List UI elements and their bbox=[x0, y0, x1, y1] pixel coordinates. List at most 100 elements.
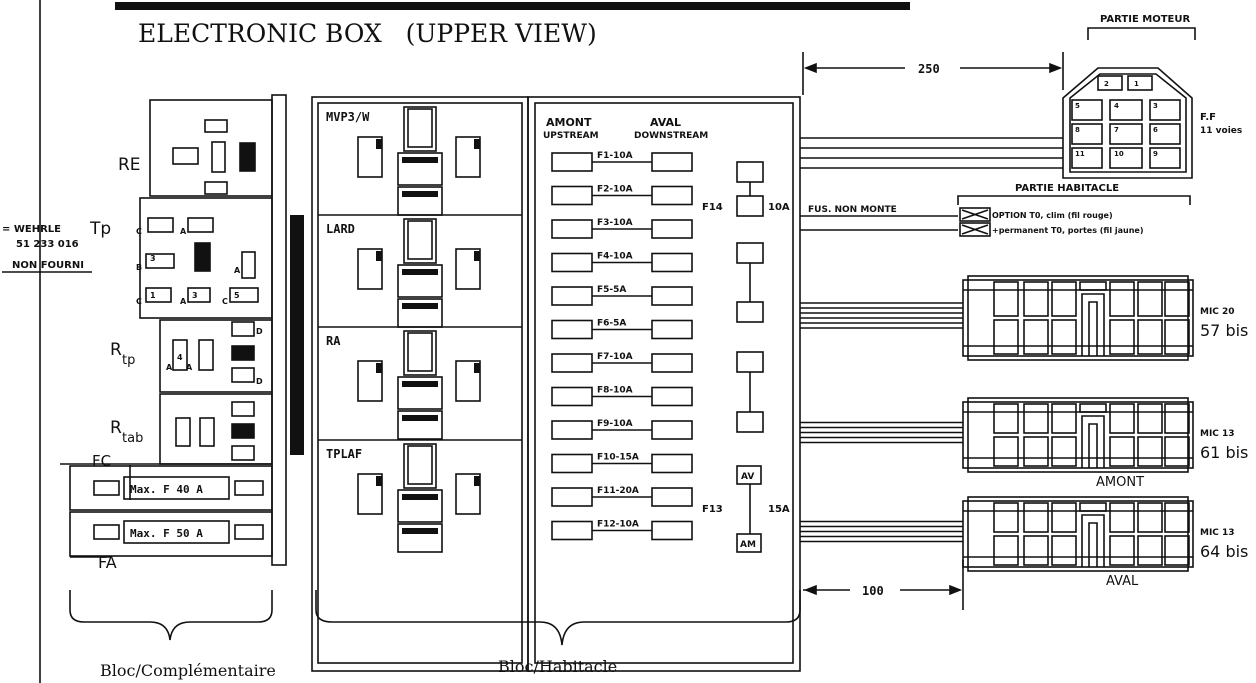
rtp-pin: D bbox=[256, 377, 263, 386]
label-rtp: R bbox=[110, 340, 122, 360]
rtp-pin: A bbox=[186, 363, 193, 372]
label-rtab: R bbox=[110, 418, 122, 438]
fuse-row: F8-10A bbox=[551, 386, 693, 407]
fuse-label: F7-10A bbox=[597, 352, 633, 362]
mic-bis-label: 64 bis bbox=[1200, 542, 1248, 561]
fuse-row: F11-20A bbox=[551, 486, 693, 507]
tp-pin: C bbox=[136, 297, 142, 306]
ff-cell-number: 2 bbox=[1104, 80, 1109, 88]
label-bloc-habitacle: Bloc/Habitacle bbox=[498, 657, 617, 676]
relay-section-label: LARD bbox=[326, 222, 355, 236]
fuse-label: F9-10A bbox=[597, 419, 633, 429]
rtp-pin: 4 bbox=[177, 353, 183, 362]
max-f40: Max. F 40 A bbox=[130, 483, 203, 496]
fus-non-monte: FUS. NON MONTE bbox=[808, 205, 897, 215]
fuse-label: F6-5A bbox=[597, 319, 626, 329]
fuse-row: F1-10A bbox=[551, 151, 693, 172]
relay-group bbox=[357, 443, 481, 553]
av-label: AV bbox=[741, 472, 754, 482]
mic-label: MIC 13 bbox=[1200, 429, 1235, 439]
relay-blocks bbox=[357, 106, 481, 553]
relay-section-label: TPLAF bbox=[326, 447, 362, 461]
ff-cell-number: 4 bbox=[1114, 102, 1119, 110]
fuse-rows: F1-10A F2-10A F3-10A F4-10A F5-5A F6-5A F7-10A… bbox=[551, 151, 693, 541]
dim-100: 100 bbox=[862, 584, 884, 598]
ff-wires bbox=[800, 137, 1063, 169]
tp-pin: 5 bbox=[234, 291, 240, 300]
mic-position-label: AVAL bbox=[1106, 574, 1139, 589]
fuse-label: F1-10A bbox=[597, 151, 633, 161]
max-f50: Max. F 50 A bbox=[130, 527, 203, 540]
fuse-row: F7-10A bbox=[551, 352, 693, 373]
fuse-label: F11-20A bbox=[597, 486, 639, 496]
ff-connector bbox=[1062, 67, 1193, 179]
ff-label: F.F bbox=[1200, 112, 1216, 123]
tp-pin: 1 bbox=[150, 291, 156, 300]
dimension-250 bbox=[802, 52, 1064, 95]
label-fc: FC bbox=[92, 452, 111, 470]
bottom-braces bbox=[69, 590, 801, 646]
option-line1: OPTION T0, clim (fil rouge) bbox=[992, 211, 1113, 220]
fuse-row: F10-15A bbox=[551, 453, 693, 474]
fuse-row: F4-10A bbox=[551, 252, 693, 273]
header-upstream: UPSTREAM bbox=[543, 131, 599, 141]
fuse-row: F5-5A bbox=[551, 285, 693, 306]
busbar bbox=[290, 215, 304, 455]
label-bloc-complementaire: Bloc/Complémentaire bbox=[100, 661, 276, 680]
ff-cell-number: 6 bbox=[1153, 126, 1158, 134]
fuse-row: F12-10A bbox=[551, 520, 693, 541]
wehrle-line2: 51 233 016 bbox=[16, 239, 79, 250]
tp-pin: A bbox=[180, 297, 187, 306]
fuse-panel bbox=[527, 96, 801, 672]
f14-rating: 10A bbox=[768, 202, 790, 213]
fuse-label: F3-10A bbox=[597, 218, 633, 228]
mic-bis-label: 57 bis bbox=[1200, 321, 1248, 340]
fuse-label: F8-10A bbox=[597, 386, 633, 396]
tp-pin: B bbox=[136, 263, 142, 272]
fuse-label: F10-15A bbox=[597, 453, 639, 463]
tp-pin: 3 bbox=[150, 254, 156, 263]
relay-section-label: MVP3/W bbox=[326, 110, 370, 124]
dim-250: 250 bbox=[918, 62, 940, 76]
mic-label: MIC 20 bbox=[1200, 307, 1235, 317]
f13-rating: 15A bbox=[768, 504, 790, 515]
f13-label: F13 bbox=[702, 504, 723, 515]
relay-group bbox=[357, 218, 481, 328]
mic-bis-label: 61 bis bbox=[1200, 443, 1248, 462]
label-fa: FA bbox=[98, 553, 117, 572]
ff-cell-number: 11 bbox=[1075, 150, 1085, 158]
header-downstream: DOWNSTREAM bbox=[634, 131, 708, 141]
fuse-row: F2-10A bbox=[551, 185, 693, 206]
partie-habitacle-bracket bbox=[957, 195, 1191, 205]
fuse-label: F4-10A bbox=[597, 252, 633, 262]
relay-section-label: RA bbox=[326, 334, 341, 348]
rtp-pin: D bbox=[256, 327, 263, 336]
ff-voies: 11 voies bbox=[1200, 126, 1242, 136]
fuse-label: F5-5A bbox=[597, 285, 626, 295]
am-label: AM bbox=[740, 540, 756, 550]
partie-moteur-bracket bbox=[1087, 27, 1196, 40]
wehrle-line1: = WEHRLE bbox=[2, 224, 61, 235]
relay-section-labels: MVP3/W LARD RA TPLAF bbox=[326, 110, 370, 461]
page-title: ELECTRONIC BOX (UPPER VIEW) bbox=[138, 19, 597, 48]
option-line2: +permanent T0, portes (fil jaune) bbox=[992, 226, 1144, 235]
label-re: RE bbox=[118, 155, 141, 175]
bloc-complementaire bbox=[60, 94, 304, 566]
header-amont: AMONT bbox=[546, 116, 592, 129]
wehrle-line3: NON FOURNI bbox=[12, 260, 84, 271]
tp-pin: C bbox=[136, 227, 142, 236]
label-rtp-sub: tp bbox=[122, 353, 135, 368]
tp-pin: A bbox=[234, 266, 241, 275]
f14-label: F14 bbox=[702, 202, 723, 213]
ff-cell-number: 5 bbox=[1075, 102, 1080, 110]
mic-label: MIC 13 bbox=[1200, 528, 1235, 538]
mic-connector: MIC 20 57 bis bbox=[800, 275, 1248, 361]
mic-position-label: AMONT bbox=[1096, 475, 1144, 490]
